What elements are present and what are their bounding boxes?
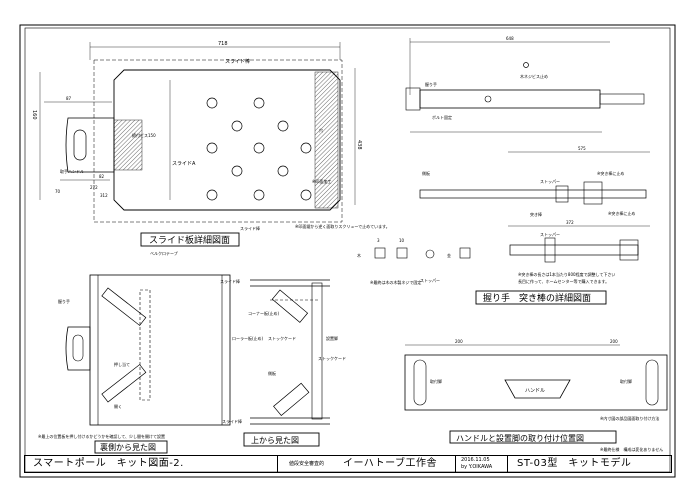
title-maker-note: 値段安全審査的 [289,461,325,467]
part-dim-b: 10 [399,238,405,243]
top-label-corner: コーナー板(止め) [248,310,280,316]
label-slide-bottom: スライド棒 [240,225,260,231]
handle-plate [65,117,115,173]
handle-slot [73,129,87,161]
handle-label-left: 取付脚 [430,378,442,384]
title-maker: イーハトーブ工作舎 [343,458,437,469]
bottom-label-open: 開く [114,403,122,409]
handle-note2: ※最終仕様 構成は変化ありません [600,446,663,452]
grip-label-stopper: ストッパー [540,179,560,184]
dim-87: 87 [66,96,72,101]
grip-note1: ※突き棒に止め [597,170,624,176]
grip-label-grip: 握り手 [425,81,437,87]
grip-label-side: 側板 [422,170,430,176]
bottom-view-title: 裏側から見た図 [100,442,156,452]
grip-dim-575: 575 [578,146,586,151]
grip-label-bolt: 木ネジビス止め [520,73,548,79]
handle-label-handle: ハンドル [525,388,545,394]
top-label-stick: ストックケード [268,335,296,341]
label-screws: 締付ビス150 [132,132,156,138]
slide-panel-title-box [140,232,240,247]
label-hole: 穴 [319,127,323,133]
title-model: ST-03型 キットモデル [517,458,632,469]
part-label-cs: ストッパー [420,278,440,283]
bottom-label-handle: 握り手 [58,298,70,304]
label-handle: 取手ハンドル [60,168,84,174]
handle-dim-left: 200 [455,339,463,344]
bottom-label-velcro: ベルクロテープ [150,250,178,256]
handle-shape [504,379,571,399]
part-label-a: 木 [357,252,361,258]
top-label-slide-rod2: スライド棒 [222,418,242,424]
top-label-install: 設置脚 [326,335,338,341]
grip-title: 握り手 突き棒の詳細図面 [483,292,591,304]
grip-label-screw: ボルト固定 [432,114,452,120]
outer-border [19,24,676,478]
handle-note: ※内寸図の部品図面取り付け方法 [600,415,659,421]
handle-position-drawing: 200 200 取付脚 取付脚 ハンドル ※内寸図の部品図面取り付け方法 ※最終… [404,339,668,452]
dim-272: 272 [90,185,98,190]
top-label-slide-rod: スライド棒 [220,278,240,284]
title-date: 2016.11.05 [461,457,490,463]
stick-bar [419,189,647,199]
title-product: スマートポール キット図面-2. [33,458,184,469]
part-label-b: 金 [447,252,451,258]
grip-bar [419,89,601,109]
part-note3: ※最終は木の木製ネジで固定 [370,279,421,285]
bottom-note: ※最上の位置板を押し付けるかどうかを確認して、少し間を開けて設置 [38,433,165,439]
title-block: スマートポール キット図面-2. 値段安全審査的 イーハトーブ工作舎 2016.… [24,455,672,473]
grip-label-stopper2: ストッパー [540,232,560,237]
grip-title-box [475,290,607,305]
label-slide-bar: スライド棒 [225,58,250,65]
bottom-view-drawing: ベルクロテープ 握り手 押し当て 開く ※最上の位置板を押し付けるかどうかを確認… [38,250,231,439]
dim-82: 82 [99,174,105,179]
top-view-title: 上から見た図 [251,436,299,445]
dim-312: 312 [100,193,108,198]
grip-detail-drawing: 648 木ネジビス止め 握り手 ボルト固定 575 側板 ストッパー ※突き棒に… [357,36,650,285]
dim-left: 160 [31,110,37,120]
grip-note-long2: 長目に作って、ホームセンター等で購入できます。 [518,278,609,284]
top-label-stick2: ストックケード [318,355,346,361]
top-label-roller: ローラー板(止め) [232,335,264,341]
handle-label-right: 取付脚 [620,378,632,384]
hatch-right [314,71,339,209]
slide-panel-drawing: 718 スライド棒 160 438 87 82 272 70 312 [31,41,390,231]
bottom-label-press: 押し当て [114,361,130,367]
label-note: ※印面加工 [312,178,331,184]
grip-label-stick: 突き棒 [530,211,542,217]
handle-position-title: ハンドルと設置脚の取り付け位置図 [456,433,584,443]
grip-note2: ※突き棒に止め [608,210,635,216]
handle-title-box [449,430,617,444]
slide-panel-title: スライド板詳細図面 [149,234,230,246]
grip-end [599,93,645,105]
top-label-side: 側板 [268,370,276,376]
part-dim-a: 3 [377,238,380,243]
grip-note-long: ※突き棒の長さは1本当たり800程度で調整して下さい [518,271,615,277]
grip-dim-total: 648 [506,36,514,41]
slide-note: ※印面鋸から逆く面取りスクリューで止めています。 [295,223,390,229]
label-slide-a: スライドA [172,161,196,167]
handle-dim-right: 200 [610,339,618,344]
grip-dim-372: 372 [566,220,574,225]
dim-70: 70 [55,189,61,194]
title-author: by Y.OIKAWA [461,464,493,470]
hatch-left [113,119,143,171]
top-view-drawing: スライド棒 スライド棒 コーナー板(止め) ローラー板(止め) ストックケード … [220,278,346,425]
top-title-box [243,432,320,447]
dim-top: 718 [218,41,228,47]
dim-side: 438 [356,140,362,150]
bottom-title-box [94,440,168,454]
